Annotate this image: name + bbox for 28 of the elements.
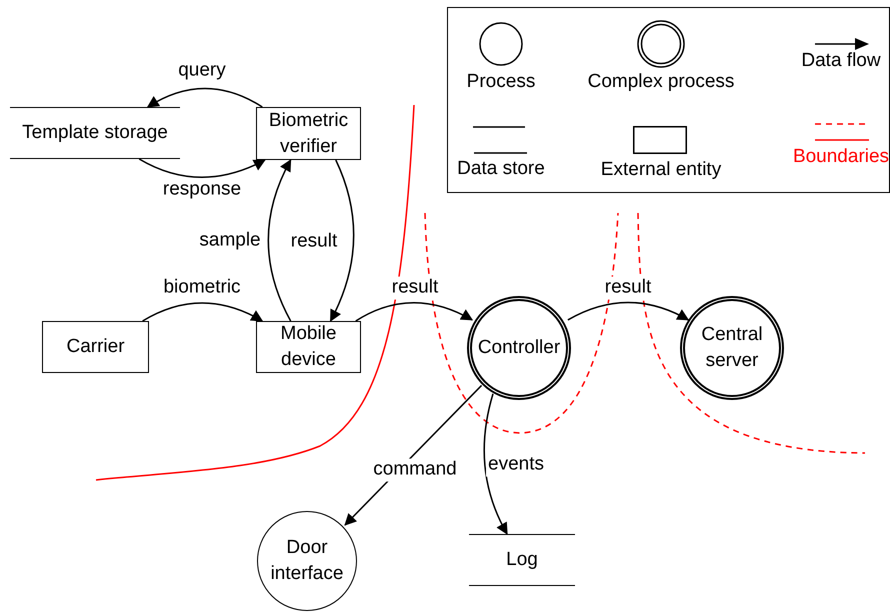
data-flow-arrow <box>146 88 263 108</box>
data-flow-arrow <box>355 302 474 322</box>
node-label: Log <box>506 548 538 572</box>
node-label: Door interface <box>270 536 344 586</box>
node-label: Template storage <box>22 121 168 146</box>
legend-label: Data flow <box>801 50 881 72</box>
node-label: Mobile device <box>280 322 338 372</box>
entity-box <box>256 321 361 373</box>
node-label: Controller <box>478 336 560 360</box>
data-store <box>10 107 180 159</box>
legend-label: Data store <box>457 158 545 180</box>
data-flow-arrow <box>484 394 508 535</box>
entity-box <box>42 321 149 373</box>
legend-label: Process <box>466 71 536 93</box>
data-flow-arrow <box>268 159 292 322</box>
data-flow-arrow <box>568 302 690 321</box>
legend-label: External entity <box>600 159 722 181</box>
node-label: Biometric verifier <box>268 108 350 158</box>
node-label: Central server <box>700 323 764 373</box>
data-flow-arrow <box>142 302 264 322</box>
data-store <box>469 534 575 586</box>
data-flow-arrow <box>330 160 354 322</box>
entity-box <box>256 107 361 160</box>
legend-label: Complex process <box>588 71 734 93</box>
data-flow-arrow <box>138 158 266 178</box>
edge-label: sample <box>197 230 263 252</box>
node-label: Carrier <box>66 335 125 360</box>
legend-label: Boundaries <box>792 146 890 168</box>
